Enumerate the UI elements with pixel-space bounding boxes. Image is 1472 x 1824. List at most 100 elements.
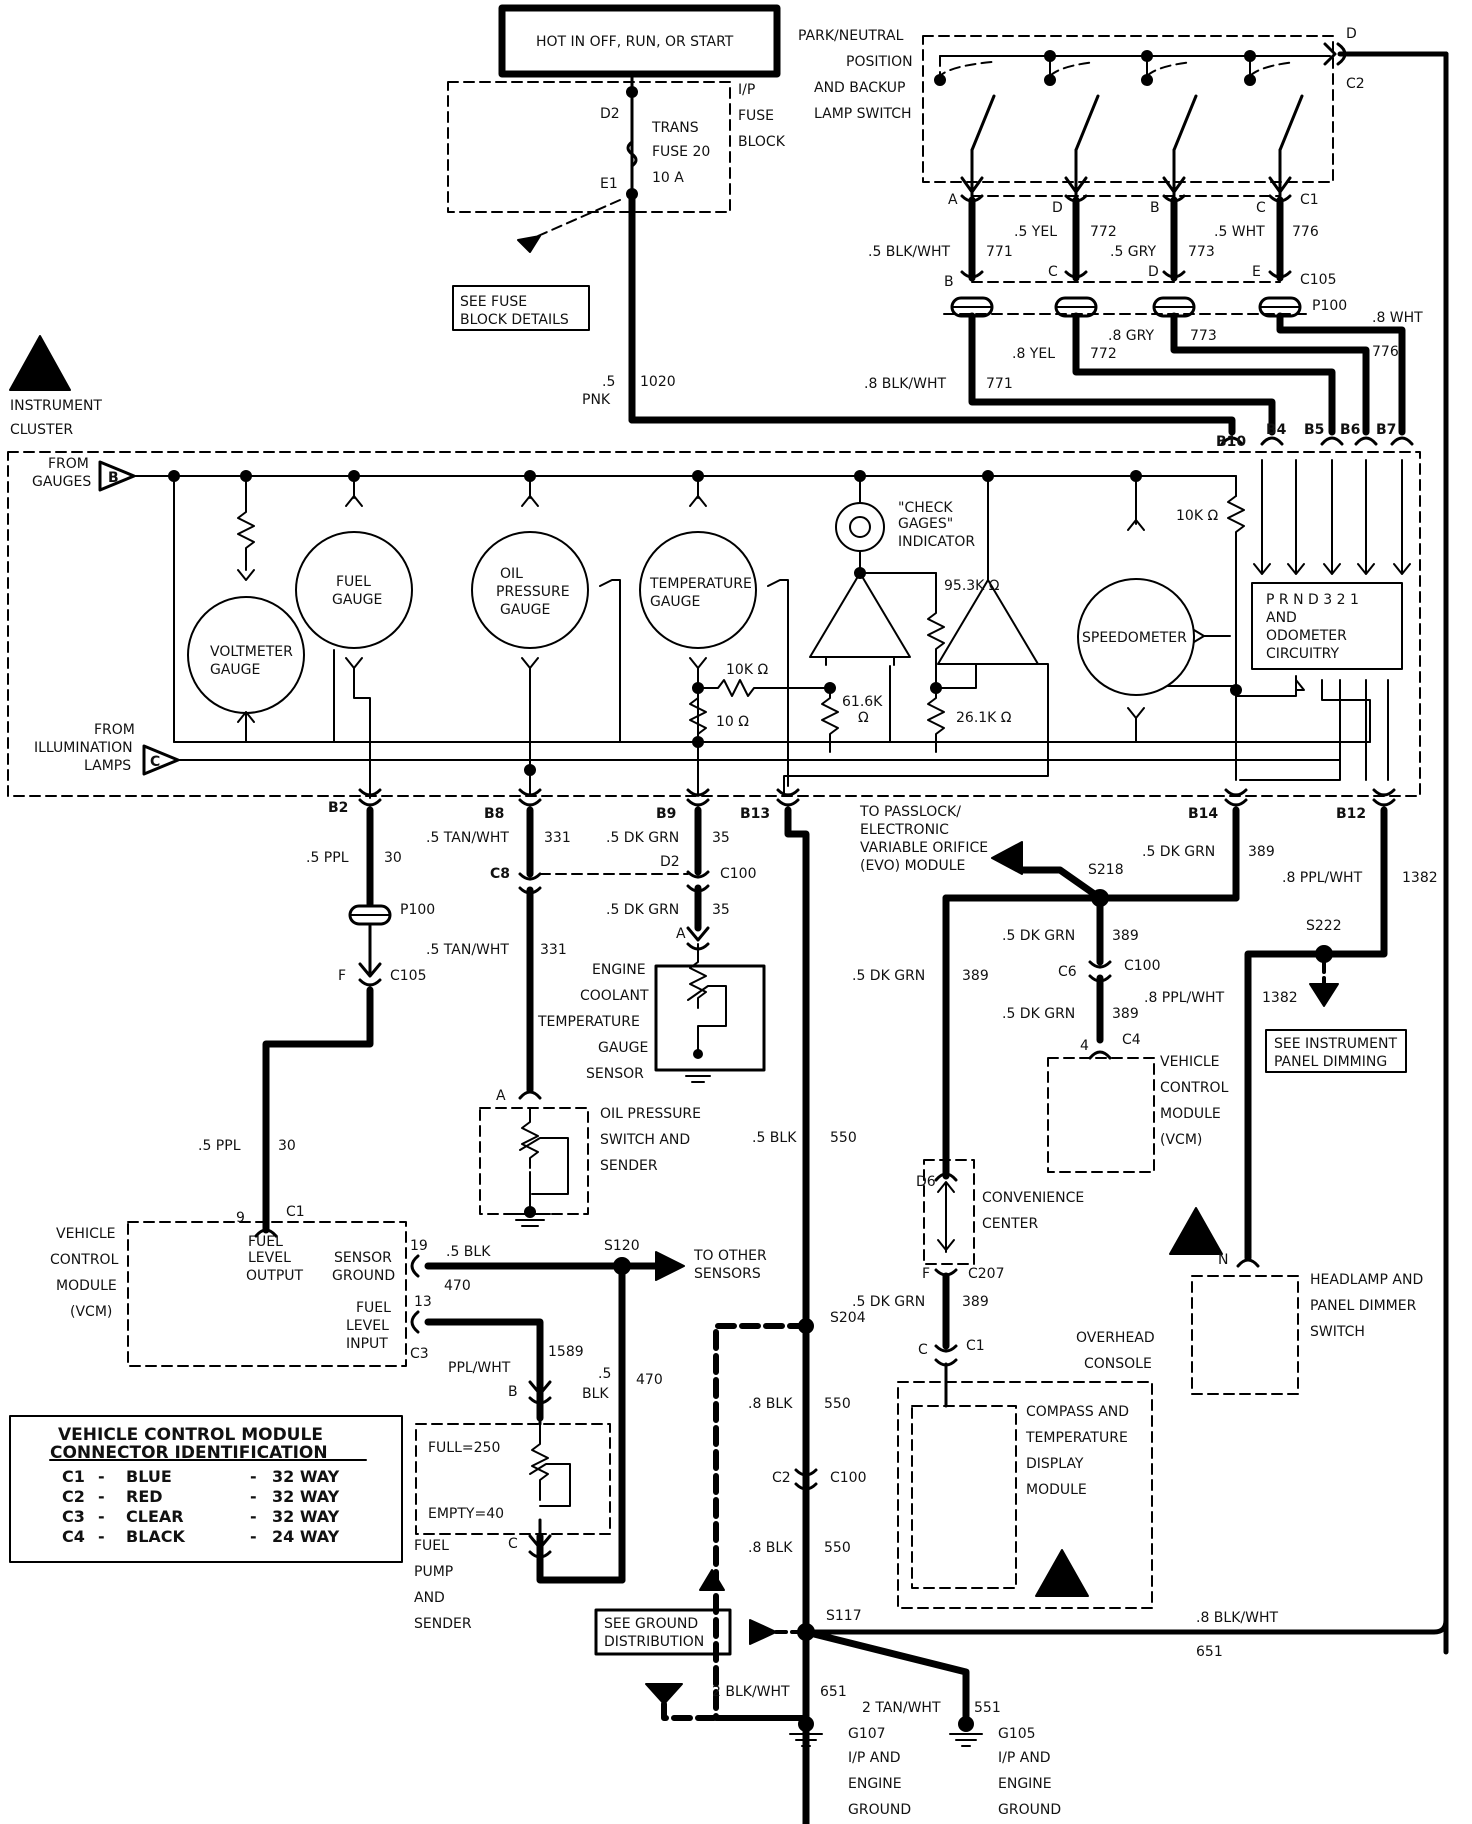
evo-label-1: TO PASSLOCK/ <box>859 804 961 820</box>
w773-color: .5 GRY <box>1110 244 1156 260</box>
w389e-num: 389 <box>962 1294 989 1310</box>
g105-label: G105 <box>998 1726 1036 1742</box>
see-ground-2: DISTRIBUTION <box>604 1634 704 1650</box>
pump-label-4: SENDER <box>414 1616 472 1632</box>
to-sensors-1: TO OTHER <box>693 1248 767 1264</box>
hot-box-label: HOT IN OFF, RUN, OR START <box>536 34 734 50</box>
w772b-num: 772 <box>1090 346 1117 362</box>
legend-row: C3 CLEAR 32 WAY - - <box>62 1507 340 1526</box>
r-616k-1: 61.6K <box>842 694 883 710</box>
w550b-color: .8 BLK <box>748 1396 793 1412</box>
c105-pin-e: E <box>1252 264 1261 280</box>
w389b-num: 389 <box>1112 928 1139 944</box>
vcm2-label-3: MODULE <box>1160 1106 1221 1122</box>
park-switch-label-2: POSITION <box>846 54 913 70</box>
park-pin-d2: D <box>1052 200 1063 216</box>
park-pin-c: C <box>1256 200 1266 216</box>
from-gauges-1: FROM <box>48 456 89 472</box>
park-pin-d: D <box>1346 26 1357 42</box>
hd-label-1: HEADLAMP AND <box>1310 1272 1423 1288</box>
w550c-num: 550 <box>824 1540 851 1556</box>
hd-label-3: SWITCH <box>1310 1324 1365 1340</box>
hot-box <box>498 4 781 78</box>
compass-label-4: MODULE <box>1026 1482 1087 1498</box>
pin-b13: B13 <box>740 806 770 822</box>
c105-f: F <box>338 968 346 984</box>
vcm2-label-2: CONTROL <box>1160 1080 1229 1096</box>
prnd-label-1: P R N D 3 2 1 <box>1266 592 1359 608</box>
pin-b14: B14 <box>1188 806 1218 822</box>
g107-label-3: GROUND <box>848 1802 911 1818</box>
w776b-num: 776 <box>1372 344 1399 360</box>
svg-text:-: - <box>250 1527 257 1546</box>
w773-num: 773 <box>1188 244 1215 260</box>
from-illum-2: ILLUMINATION <box>34 740 133 756</box>
w651b-color: 2 BLK/WHT <box>712 1684 790 1700</box>
c2-label: C2 <box>772 1470 791 1486</box>
w389b-color: .5 DK GRN <box>1002 928 1075 944</box>
check-gages-label-2: GAGES" <box>898 516 953 532</box>
pin-b4: B4 <box>1266 422 1287 438</box>
fuel-pump-sender-box <box>415 1423 611 1535</box>
fuse-block-box <box>447 81 731 213</box>
w1589-num: 1589 <box>548 1344 584 1360</box>
r-261k: 26.1K Ω <box>956 710 1012 726</box>
overhead-label-1: OVERHEAD <box>1076 1330 1155 1346</box>
see-fuse-details-1: SEE FUSE <box>460 294 527 310</box>
conv-label-1: CONVENIENCE <box>982 1190 1084 1206</box>
park-conn-c1: C1 <box>1300 192 1319 208</box>
oil-pressure-gauge <box>471 531 589 649</box>
overhead-label-2: CONSOLE <box>1084 1356 1152 1372</box>
vcm-box-left <box>127 1221 407 1367</box>
c105-pin-c: C <box>1048 264 1058 280</box>
s204-label: S204 <box>830 1310 866 1326</box>
r-953k: 95.3K Ω <box>944 578 1000 594</box>
fuel-out-1: FUEL <box>248 1234 283 1250</box>
w470b-color-2: BLK <box>582 1386 609 1402</box>
fuel-in-1: FUEL <box>356 1300 391 1316</box>
g107-label-1: I/P AND <box>848 1750 901 1766</box>
c105-pin-b: B <box>944 274 954 290</box>
illum-letter: C <box>150 754 160 770</box>
w470b-num: 470 <box>636 1372 663 1388</box>
legend-row-color: RED <box>126 1487 163 1506</box>
w389d-color: .5 DK GRN <box>852 968 925 984</box>
w331-num: 331 <box>544 830 571 846</box>
c207-label: C207 <box>968 1266 1005 1282</box>
c100-label-3: C100 <box>830 1470 867 1486</box>
temperature-gauge <box>639 531 757 649</box>
park-switch-label-1: PARK/NEUTRAL <box>798 28 904 44</box>
c100-d2: D2 <box>660 854 680 870</box>
w550b-num: 550 <box>824 1396 851 1412</box>
temp-gauge-label-2: GAUGE <box>650 594 700 610</box>
legend-row-ways: 32 WAY <box>272 1487 340 1506</box>
w1020-num: 1020 <box>640 374 676 390</box>
ect-label-5: SENSOR <box>586 1066 644 1082</box>
ect-label-1: ENGINE <box>592 962 646 978</box>
comparator-1 <box>809 572 911 658</box>
vcm-c3: C3 <box>410 1346 429 1362</box>
prnd-label-3: ODOMETER <box>1266 628 1347 644</box>
legend-row-id: C3 <box>62 1507 85 1526</box>
legend-row: C4 BLACK 24 WAY - - <box>62 1527 340 1546</box>
pump-pin-c: C <box>508 1536 518 1552</box>
check-gages-indicator <box>835 502 885 552</box>
speedometer <box>1077 578 1195 696</box>
w470-color: .5 BLK <box>446 1244 491 1260</box>
speedometer-label: SPEEDOMETER <box>1082 630 1187 646</box>
g105-label-3: GROUND <box>998 1802 1061 1818</box>
g105-label-1: I/P AND <box>998 1750 1051 1766</box>
w35-color: .5 DK GRN <box>606 830 679 846</box>
pin-b10: B10 <box>1216 434 1246 450</box>
pump-label-3: AND <box>414 1590 445 1606</box>
cluster-title-2: CLUSTER <box>10 422 73 438</box>
r-10k-top: 10K Ω <box>1176 508 1218 524</box>
c105-label-upper: C105 <box>1300 272 1337 288</box>
sensor-pin-a: A <box>676 926 686 942</box>
svg-text:-: - <box>250 1507 257 1526</box>
check-gages-label-3: INDICATOR <box>898 534 975 550</box>
see-fuse-details-box <box>452 285 590 331</box>
s117-label: S117 <box>826 1608 862 1624</box>
w389e-color: .5 DK GRN <box>852 1294 925 1310</box>
pin-b9: B9 <box>656 806 676 822</box>
